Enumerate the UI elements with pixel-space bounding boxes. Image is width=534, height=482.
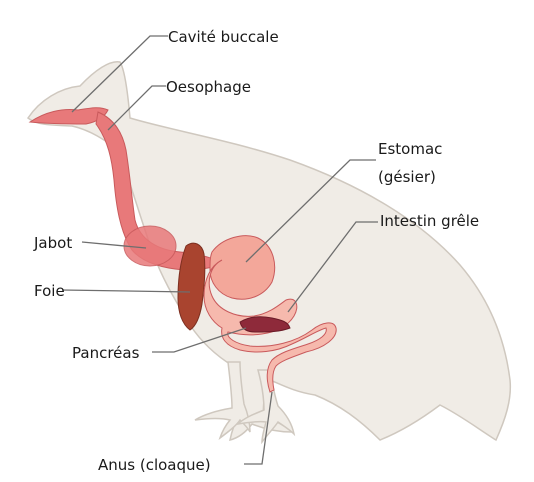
label-cavite-buccale: Cavité buccale xyxy=(168,28,279,46)
label-oesophage: Oesophage xyxy=(166,78,251,96)
label-jabot: Jabot xyxy=(33,234,72,252)
stomach-shape xyxy=(210,236,275,300)
label-intestin-grele: Intestin grêle xyxy=(380,212,479,230)
label-estomac: Estomac xyxy=(378,140,442,158)
crop-shape xyxy=(124,226,176,266)
label-gesier: (gésier) xyxy=(378,168,436,186)
label-foie: Foie xyxy=(34,282,65,300)
label-anus: Anus (cloaque) xyxy=(98,456,211,474)
label-pancreas: Pancréas xyxy=(72,344,140,362)
